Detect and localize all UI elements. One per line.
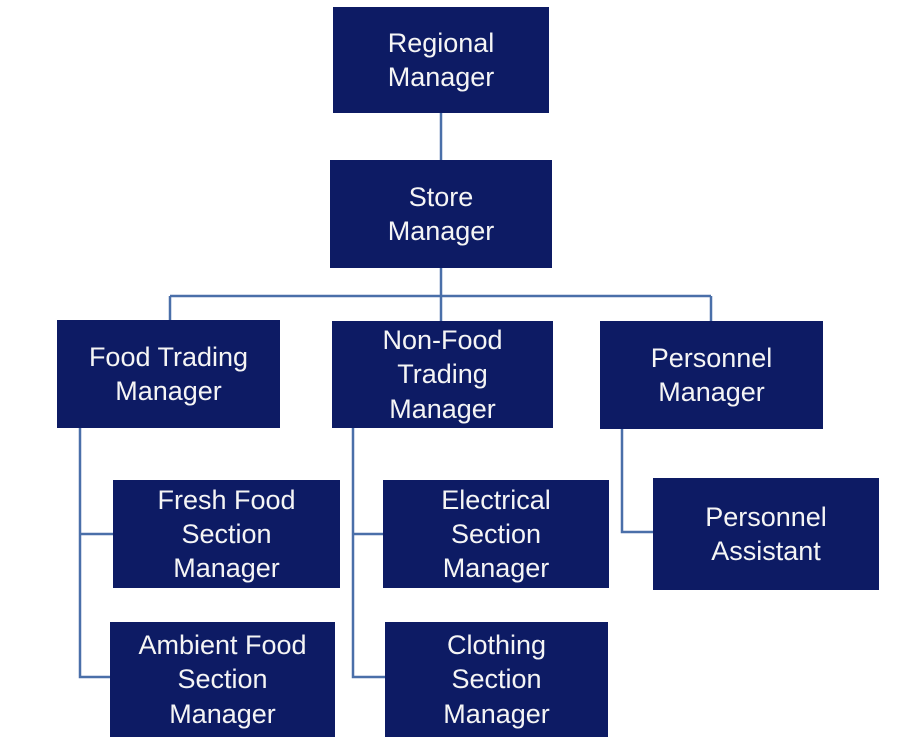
connector-personnel-to-assistant	[620, 429, 653, 534]
node-clothing-section-manager: Clothing Section Manager	[385, 622, 608, 737]
node-personnel-manager: Personnel Manager	[600, 321, 823, 429]
node-personnel-assistant: Personnel Assistant	[653, 478, 879, 590]
node-ambient-food-section-manager: Ambient Food Section Manager	[110, 622, 335, 737]
node-non-food-trading-manager: Non-Food Trading Manager	[332, 321, 553, 428]
node-food-trading-manager: Food Trading Manager	[57, 320, 280, 428]
node-store-manager: Store Manager	[330, 160, 552, 268]
node-fresh-food-section-manager: Fresh Food Section Manager	[113, 480, 340, 588]
node-electrical-section-manager: Electrical Section Manager	[383, 480, 609, 588]
node-regional-manager: Regional Manager	[333, 7, 549, 113]
connector-food-to-ambient	[78, 428, 110, 679]
connector-nonfood-to-clothing	[351, 428, 385, 679]
